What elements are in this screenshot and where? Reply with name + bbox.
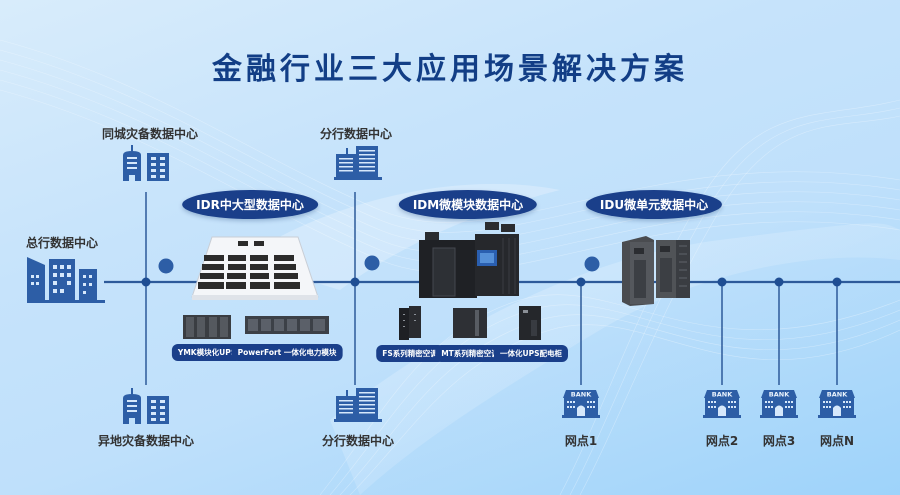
bank-sign-text: BANK	[769, 391, 790, 399]
accent-dot	[364, 255, 380, 271]
mt-precision-ac-image	[453, 308, 487, 338]
product-chip-powerfort[interactable]: PowerFort 一体化电力模块	[231, 344, 343, 361]
fs-precision-ac-image	[399, 306, 421, 340]
bank-sign-text: BANK	[827, 391, 848, 399]
junction-dot	[774, 277, 784, 287]
same-city-dr-label: 同城灾备数据中心	[101, 127, 199, 141]
idm-solution-pill[interactable]: IDM微模块数据中心	[398, 190, 538, 219]
power-module-row-image	[245, 316, 329, 334]
micro-unit-datacenter-image	[622, 236, 690, 306]
skyscraper-icon	[334, 388, 382, 422]
large-datacenter-floorplan-image	[191, 236, 319, 300]
remote-dr-label: 异地灾备数据中心	[97, 434, 195, 448]
accent-dot	[584, 256, 600, 272]
bank-sign-text: BANK	[571, 391, 592, 399]
branch-top-label: 分行数据中心	[319, 127, 393, 141]
office-buildings-icon	[123, 145, 169, 181]
outlet-label: 网点3	[762, 434, 796, 448]
outlet-label: 网点N	[819, 434, 855, 448]
product-chip-integrated-ups[interactable]: 一体化UPS配电柜	[494, 345, 568, 362]
bank-icon: BANK	[818, 390, 856, 418]
office-buildings-icon	[123, 388, 169, 424]
product-chip-ymk-ups[interactable]: YMK模块化UPS	[171, 344, 243, 361]
junction-dot	[141, 277, 151, 287]
skyscraper-icon	[334, 146, 382, 180]
junction-dot	[717, 277, 727, 287]
idu-solution-pill[interactable]: IDU微单元数据中心	[585, 190, 723, 219]
branch-bottom-label: 分行数据中心	[321, 434, 395, 448]
idr-solution-pill[interactable]: IDR中大型数据中心	[182, 190, 318, 219]
modular-ups-cabinet-image	[183, 315, 231, 339]
bank-icon: BANK	[562, 390, 600, 418]
junction-dot	[350, 277, 360, 287]
bank-icon: BANK	[760, 390, 798, 418]
outlet-label: 网点2	[705, 434, 739, 448]
integrated-ups-cabinet-image	[519, 306, 541, 340]
bank-icon: BANK	[703, 390, 741, 418]
junction-dot	[832, 277, 842, 287]
micro-module-datacenter-image	[419, 222, 519, 298]
product-chip-mt-ac[interactable]: MT系列精密空调	[435, 345, 505, 362]
hq-label: 总行数据中心	[25, 236, 99, 250]
city-buildings-icon	[27, 257, 105, 303]
page-title: 金融行业三大应用场景解决方案	[212, 52, 688, 87]
junction-dot	[576, 277, 586, 287]
product-chip-fs-ac[interactable]: FS系列精密空调	[376, 345, 444, 362]
bank-sign-text: BANK	[712, 391, 733, 399]
accent-dot	[158, 258, 174, 274]
outlet-label: 网点1	[564, 434, 598, 448]
